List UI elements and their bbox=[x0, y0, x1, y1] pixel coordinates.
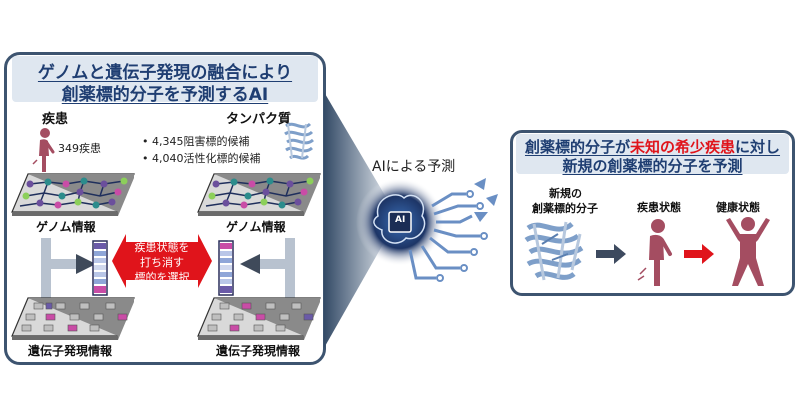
expression-grid-right bbox=[197, 297, 321, 340]
genome-label-left: ゲノム情報 bbox=[36, 220, 96, 234]
inhibitor-candidates: • 4,345阻害標的候補 bbox=[142, 135, 250, 148]
new-protein-icon bbox=[524, 221, 584, 281]
disease-label: 疾患 bbox=[42, 112, 69, 127]
ai-prediction-label: AIによる予測 bbox=[372, 159, 456, 175]
right-flow-arrow bbox=[240, 238, 295, 300]
disease-count: 349疾患 bbox=[58, 142, 101, 155]
genome-network-left bbox=[11, 173, 135, 216]
ai-chip-label: AI bbox=[395, 215, 406, 225]
disease-state-label: 疾患状態 bbox=[637, 201, 681, 214]
genome-network-right bbox=[197, 173, 321, 216]
center-red-box-text: 疾患状態を 打ち消す 標的を選択 bbox=[134, 241, 190, 284]
arrow-right-icon-2 bbox=[684, 244, 714, 264]
patient-figure-icon bbox=[32, 128, 55, 172]
ai-chip-circuit-icon bbox=[356, 178, 498, 282]
red-double-arrow bbox=[112, 234, 212, 288]
arrow-right-icon-1 bbox=[596, 244, 626, 264]
genome-label-right: ゲノム情報 bbox=[226, 220, 286, 234]
expression-label-left: 遺伝子発現情報 bbox=[28, 344, 113, 358]
new-target-label-line1: 新規の bbox=[549, 187, 582, 200]
new-target-label-line2: 創薬標的分子 bbox=[532, 202, 598, 215]
right-title-line2: 新規の創薬標的分子を予測 bbox=[562, 157, 743, 175]
activator-candidates: • 4,040活性化標的候補 bbox=[142, 152, 261, 165]
expression-label-right: 遺伝子発現情報 bbox=[216, 344, 301, 358]
expression-column-right bbox=[218, 240, 234, 296]
healthy-state-label: 健康状態 bbox=[716, 201, 760, 214]
left-flow-arrow bbox=[41, 238, 96, 300]
sick-person-icon bbox=[637, 219, 672, 286]
protein-label: タンパク質 bbox=[226, 112, 292, 127]
right-title-line1: 創薬標的分子が未知の希少疾患に対し bbox=[524, 138, 781, 156]
expression-grid-left bbox=[11, 297, 135, 340]
left-title-line2: 創薬標的分子を予測するAI bbox=[61, 85, 269, 105]
left-title-band: ゲノムと遺伝子発現の融合により 創薬標的分子を予測するAI bbox=[12, 56, 318, 105]
protein-icon bbox=[284, 122, 314, 160]
healthy-person-icon bbox=[726, 217, 770, 286]
left-title-line1: ゲノムと遺伝子発現の融合により bbox=[37, 63, 293, 83]
right-title-band: 創薬標的分子が未知の希少疾患に対し 新規の創薬標的分子を予測 bbox=[516, 134, 789, 175]
expression-column-left bbox=[92, 240, 108, 296]
